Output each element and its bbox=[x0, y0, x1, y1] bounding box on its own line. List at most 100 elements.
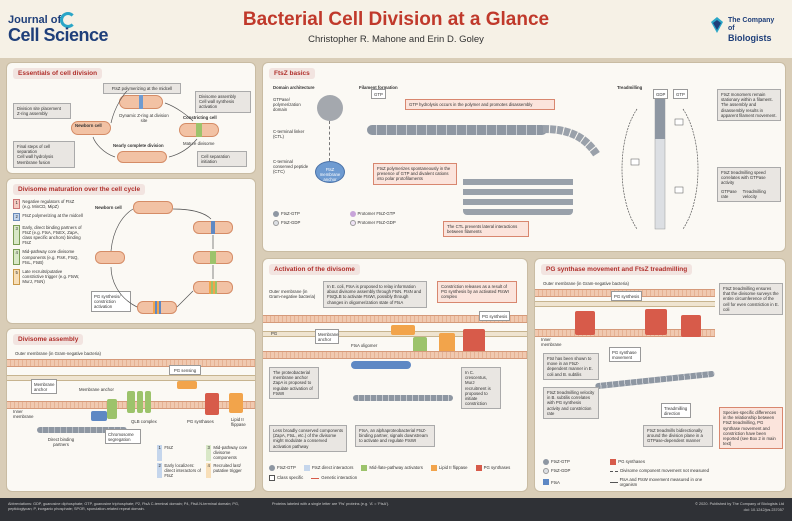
pg-synth-protein-3 bbox=[681, 315, 701, 337]
essentials-top-label: FtsZ polymerizing at the midcell bbox=[103, 83, 181, 95]
legend-num-1: 1 bbox=[13, 199, 21, 210]
bottom-left-line-1: Final steps of cell separation bbox=[17, 144, 51, 155]
cycle-cell-6 bbox=[95, 251, 125, 264]
ftsz-domain-arch: Domain architecture bbox=[273, 85, 315, 90]
left-box-line-2: Z-ring assembly bbox=[17, 111, 48, 117]
assembly-key-num-3: 3 bbox=[206, 445, 212, 461]
activation-pg-label: PG bbox=[271, 331, 278, 336]
mature-label: Mature divisome bbox=[183, 141, 215, 146]
legend-num-3: 3 bbox=[13, 224, 21, 246]
ftsz-tm-velocity: Treadmilling velocity bbox=[742, 188, 766, 199]
right-box-line-1: Divisome assembly bbox=[199, 94, 237, 99]
protein-a bbox=[91, 411, 107, 421]
act-legend-2: FtsZ direct interactors bbox=[311, 465, 354, 471]
protein-b bbox=[145, 391, 151, 413]
cycle-cell-3-ring bbox=[210, 251, 216, 264]
pg-legend-1: FtsZ-GTP bbox=[551, 459, 570, 465]
assembly-outer-membrane bbox=[7, 359, 255, 367]
essentials-bottom-right-box: Cell separation initiation bbox=[197, 151, 247, 168]
protein-q bbox=[127, 391, 135, 413]
panel-title-essentials: Essentials of cell division bbox=[13, 68, 103, 79]
legend-num-4: 4 bbox=[13, 249, 21, 266]
pg-legend-2: PG synthases bbox=[618, 459, 645, 465]
act-legend-item: Genetic interaction bbox=[311, 475, 357, 481]
act-ftsz-filament bbox=[353, 395, 453, 401]
activation-less-note: Less broadly conserved components (ZapA,… bbox=[269, 425, 347, 452]
pgsynth-direction: Treadmilling direction bbox=[661, 403, 691, 419]
legend-num-5: 5 bbox=[13, 269, 21, 285]
pg-legend-6: FtsA and FtsW movement measured in one o… bbox=[619, 477, 703, 488]
assembly-key-item: 2 Early localizers: direct interactors o… bbox=[157, 462, 204, 479]
cycle-cell-2-ring bbox=[211, 221, 215, 234]
act-legend-item: PG synthases bbox=[475, 465, 510, 471]
ftsz-protofilament bbox=[367, 125, 547, 135]
pgsynth-outer-label: Outer membrane (in Gram-negative bacteri… bbox=[543, 281, 629, 286]
pg-synth-protein-1 bbox=[575, 311, 595, 335]
maturation-pg-label: PG synthesis/ constriction activation bbox=[91, 291, 131, 312]
assembly-chromosome: Chromosome segregation bbox=[105, 429, 141, 445]
poster-footer: Abbreviations: GDP, guanosine diphosphat… bbox=[0, 498, 792, 521]
constricting-ring bbox=[196, 123, 202, 137]
act-legend-item: Class specific bbox=[269, 475, 303, 481]
act-legend-7: Genetic interaction bbox=[321, 475, 358, 481]
assembly-key: 1 FtsZ 3 Mid-pathway core divisome compo… bbox=[157, 445, 253, 479]
act-legend-item: FtsZ-GTP bbox=[269, 465, 296, 471]
activation-legend: FtsZ-GTP FtsZ direct interactors Mid-/la… bbox=[269, 465, 523, 481]
top-cell-ring bbox=[139, 95, 143, 109]
ftsz-filament bbox=[37, 427, 127, 433]
act-protein-n bbox=[391, 325, 415, 335]
footer-abbrev: Abbreviations: GDP, guanosine diphosphat… bbox=[8, 502, 239, 511]
activation-ecoli-note: In E. coli, FtsA is proposed to relay in… bbox=[323, 281, 427, 308]
publisher-top: The Company of bbox=[728, 17, 775, 32]
right-box-line-2: Cell wall synthesis activation bbox=[199, 99, 235, 110]
act-legend-3: Mid-/late-pathway activators bbox=[369, 465, 423, 471]
panel-title-assembly: Divisome assembly bbox=[13, 334, 84, 345]
pgsynth-velocity-note: FtsZ treadmilling velocity in B. subtili… bbox=[543, 387, 599, 420]
maturation-legend-item: 1 Negative regulators of FtsZ (e.g. MinC… bbox=[13, 199, 83, 210]
assembly-direct-label: Direct binding partners bbox=[47, 437, 75, 448]
assembly-key-text-3: Mid-pathway core divisome components bbox=[213, 445, 248, 461]
poster-title: Bacterial Cell Division at a Glance bbox=[242, 9, 550, 30]
ftsz-bundle bbox=[463, 175, 573, 215]
ftsz-linker bbox=[329, 121, 330, 161]
maturation-legend-item: 2 FtsZ polymerizing at the midcell bbox=[13, 213, 83, 221]
pg-legend-item: FtsZ-GDP bbox=[543, 468, 607, 474]
maturation-legend-item: 3 Early, direct binding partners of FtsZ… bbox=[13, 224, 83, 246]
ftsz-gtp-hydrolysis: GTP hydrolysis occurs in the polymer and… bbox=[405, 99, 555, 111]
assembly-key-text-4: Recruited last/ putative trigger bbox=[213, 462, 242, 473]
assembly-pg-sensing: PG sensing bbox=[169, 365, 201, 376]
ftsz-linker-label: C-terminal linker (CTL) bbox=[273, 129, 305, 140]
assembly-key-item: 3 Mid-pathway core divisome components bbox=[206, 445, 253, 461]
pgsynth-movement: PG synthase movement bbox=[609, 347, 641, 363]
assembly-key-item: 4 Recruited last/ putative trigger bbox=[206, 462, 253, 479]
protein-l bbox=[137, 391, 143, 413]
ftsz-legend-1: FtsZ-GTP bbox=[281, 211, 300, 217]
footer-copyright: © 2020. Published by The Company of Biol… bbox=[695, 502, 784, 506]
assembly-outer-label: Outer membrane (in Gram-negative bacteri… bbox=[15, 351, 101, 356]
ftsz-legend-item: FtsZ-GTP bbox=[273, 211, 347, 217]
ftsz-treadmilling: Treadmilling bbox=[617, 85, 643, 90]
assembly-key-text-2: Early localizers: direct interactors of … bbox=[164, 462, 201, 479]
pg-synth-protein-2 bbox=[645, 309, 667, 335]
pg-legend-4: Divisome component movement not measured bbox=[620, 468, 710, 474]
pg-legend-item: Divisome component movement not measured bbox=[610, 468, 713, 474]
act-legend-item: Mid-/late-pathway activators bbox=[361, 465, 423, 471]
assembly-key-item: 1 FtsZ bbox=[157, 445, 204, 461]
ftsz-spont-note: FtsZ polymerizes spontaneously in the pr… bbox=[373, 163, 457, 185]
assembly-key-num-1: 1 bbox=[157, 445, 163, 461]
activation-constriction-note: Constriction releases as a result of PG … bbox=[437, 281, 517, 303]
nearly-cell bbox=[117, 151, 167, 163]
bottom-left-line-3: Membrane fusion bbox=[17, 159, 51, 165]
activation-ccrescentus-note: In C. crescentus, MurJ recruitment is pr… bbox=[461, 367, 501, 410]
legend-text-5: Late recruits/putative constrictive trig… bbox=[22, 269, 80, 285]
assembly-inner-label: Inner membrane bbox=[13, 409, 34, 419]
maturation-legend: 1 Negative regulators of FtsZ (e.g. MinC… bbox=[13, 199, 83, 285]
pg-legend-item: FtsZ-GTP bbox=[543, 459, 607, 465]
assembly-anchor-2: Membrane anchor bbox=[79, 387, 114, 392]
maturation-legend-item: 5 Late recruits/putative constrictive tr… bbox=[13, 269, 83, 285]
newborn-cell bbox=[71, 121, 111, 135]
panel-title-maturation: Divisome maturation over the cell cycle bbox=[13, 184, 146, 195]
treadmill-diagram bbox=[621, 99, 699, 230]
ftsz-ctc-label: C-terminal conserved peptide (CTC) bbox=[273, 159, 309, 175]
ftsz-tm-note-1: FtsZ monomers remain stationary within a… bbox=[717, 89, 781, 122]
